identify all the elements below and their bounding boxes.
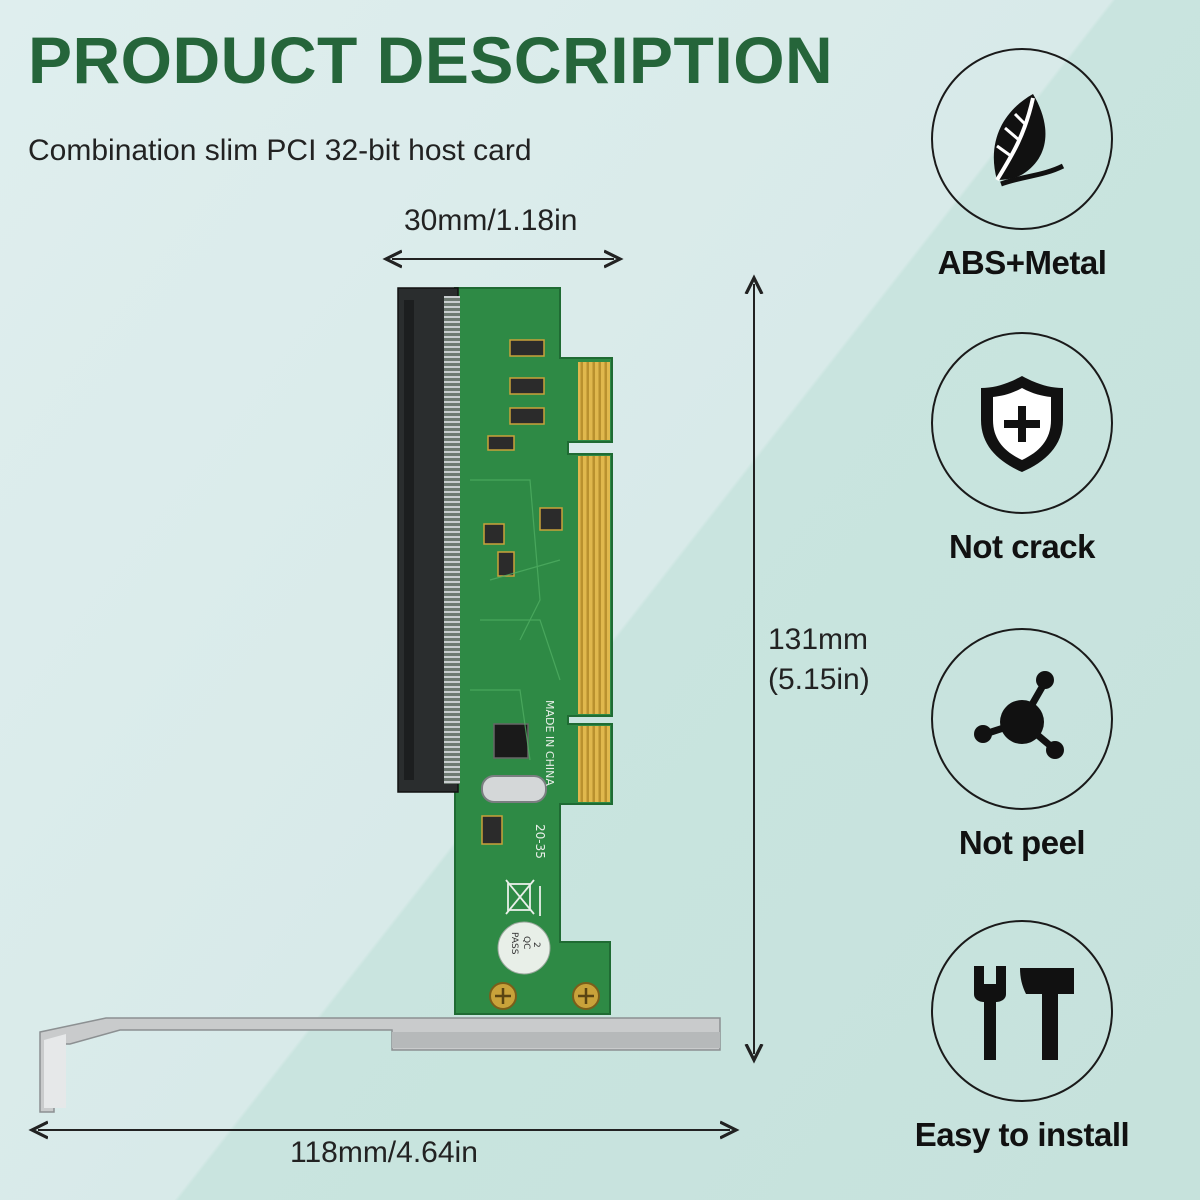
width-dimension-label: 30mm/1.18in — [404, 204, 578, 237]
feature-circle — [931, 332, 1113, 514]
tools-icon — [974, 966, 1074, 1060]
gold-fingers-long — [578, 456, 610, 714]
board-code-marking: 20-35 — [533, 824, 547, 859]
weee-recycle-symbol — [505, 879, 541, 916]
feature-label: Not peel — [958, 824, 1086, 861]
feature-not-peel: Not peel — [912, 628, 1132, 862]
length-dimension-label: 118mm/4.64in — [290, 1136, 478, 1169]
feature-label: ABS+Metal — [937, 244, 1107, 281]
feature-circle — [931, 48, 1113, 230]
gold-fingers-short — [578, 362, 610, 440]
feature-not-crack: Not crack — [912, 332, 1132, 566]
leaf-icon — [993, 94, 1065, 187]
bracket-screw-left — [489, 982, 517, 1010]
pass-qc-sticker: PASS QC 2 — [497, 921, 551, 975]
height-mm-label: 131mm — [768, 623, 869, 656]
feature-easy-install: Easy to install — [912, 920, 1132, 1154]
crystal-oscillator — [481, 775, 547, 803]
svg-text:QC: QC — [521, 936, 531, 949]
smd-components — [481, 339, 563, 845]
page-subtitle: Combination slim PCI 32-bit host card — [28, 134, 532, 167]
shield-plus-icon — [981, 376, 1063, 472]
feature-label: Easy to install — [914, 1116, 1130, 1153]
gold-fingers-bottom — [578, 726, 610, 802]
molecule-icon — [974, 671, 1064, 759]
made-in-china-marking: MADE IN CHINA — [543, 700, 556, 786]
svg-text:2: 2 — [531, 942, 541, 948]
page-title: PRODUCT DESCRIPTION — [28, 23, 834, 97]
feature-circle — [931, 920, 1113, 1102]
feature-abs-metal: ABS+Metal — [912, 48, 1132, 282]
height-in-label: (5.15in) — [768, 663, 870, 696]
pci-riser-card-image: MADE IN CHINA 20-35 PASS QC 2 — [0, 0, 900, 1200]
svg-text:PASS: PASS — [509, 932, 519, 955]
pci-slot-connector — [397, 287, 460, 793]
feature-label: Not crack — [949, 528, 1095, 565]
metal-bracket — [39, 1017, 721, 1113]
pcb-traces — [470, 479, 561, 761]
feature-circle — [931, 628, 1113, 810]
bracket-screw-right — [572, 982, 600, 1010]
height-dimension-label: 131mm (5.15in) — [768, 620, 870, 700]
